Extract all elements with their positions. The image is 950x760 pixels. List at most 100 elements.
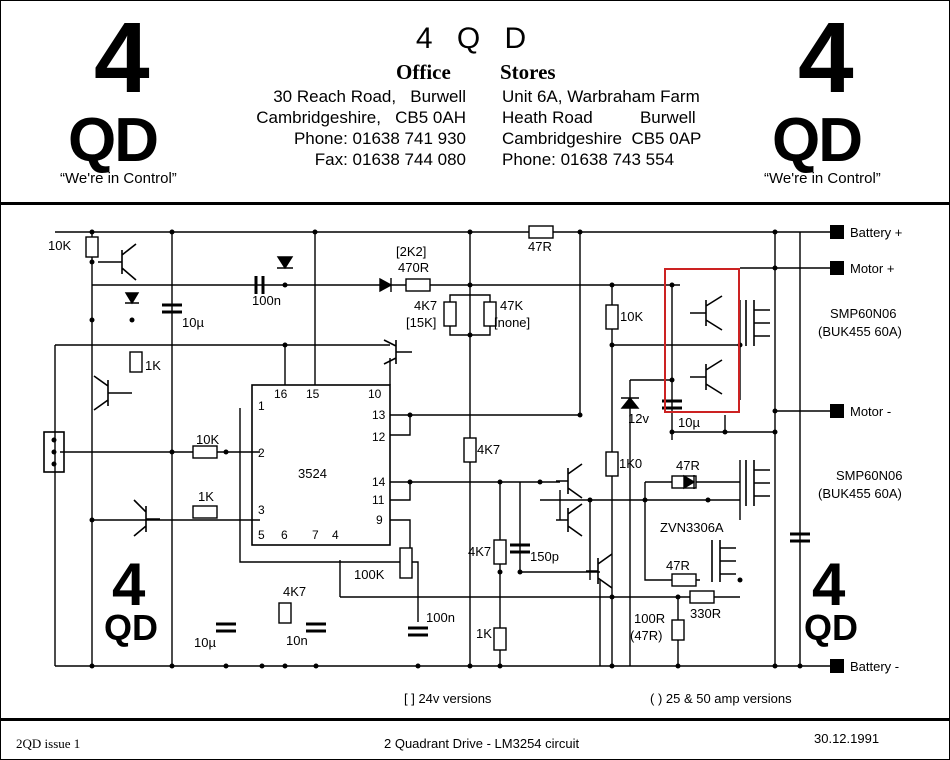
resistor-4k7-mid [463, 437, 477, 463]
transistor-top-left [98, 243, 137, 281]
label-ic-pin10: 10 [368, 387, 382, 401]
label-r-1k-low: 1K [476, 626, 492, 641]
diode-gate [683, 474, 696, 490]
terminal-motor-minus [830, 404, 844, 418]
transistor-upper-driver [556, 463, 583, 499]
resistor-1k-left [129, 351, 143, 373]
mosfet-upper [745, 300, 770, 346]
transistor-hl-upper [690, 295, 723, 331]
transistor-mid-left [93, 375, 132, 411]
resistor-47r-top [528, 225, 554, 239]
resistor-1k-low [493, 627, 507, 651]
logo-left: 4 QD [66, 8, 186, 175]
transistor-top-mid [383, 339, 412, 365]
label-ic-name: 3524 [298, 466, 327, 481]
label-r-4k7: 4K7 [414, 298, 437, 313]
label-cap-10n: 10n [286, 633, 308, 648]
label-zener-12v: 12v [628, 411, 649, 426]
transistor-low-mid [586, 553, 613, 589]
capacitor-100n-low [408, 626, 428, 637]
resistor-1k-pin3 [192, 505, 218, 519]
transistors [93, 243, 770, 589]
resistor-4k7-15k [443, 301, 457, 327]
label-r-100r: 100R [634, 611, 665, 626]
label-r-47r-alt: (47R) [630, 628, 663, 643]
label-motor-minus: Motor - [850, 404, 891, 419]
note-24v: [ ] 24v versions [404, 691, 492, 706]
label-r-47k: 47K [500, 298, 523, 313]
label-r-10k-right: 10K [620, 309, 643, 324]
terminal-battery-minus [830, 659, 844, 673]
resistor-4k7-low [493, 539, 507, 565]
label-ic-pin4: 4 [332, 528, 339, 542]
capacitor-10u-left [162, 303, 182, 314]
resistor-10k-top [85, 236, 99, 258]
label-cap-10u-low: 10µ [194, 635, 216, 650]
diode-signal [379, 277, 393, 293]
label-ic-pin16: 16 [274, 387, 288, 401]
capacitor-150p [510, 543, 530, 554]
label-battery-plus: Battery + [850, 225, 902, 240]
capacitor-10n [306, 622, 326, 633]
label-r-4k7-pin6: 4K7 [283, 584, 306, 599]
capacitors [162, 276, 810, 637]
label-ic-pin14: 14 [372, 475, 386, 489]
label-mosfet-upper-1: SMP60N06 [830, 306, 896, 321]
stores-line: Phone: 01638 743 554 [502, 150, 675, 169]
capacitor-100n-top [254, 276, 265, 294]
label-ic-pin13: 13 [372, 408, 386, 422]
label-battery-minus: Battery - [850, 659, 899, 674]
diode-left [124, 292, 140, 305]
label-r-4k7-low: 4K7 [468, 544, 491, 559]
logo-qd: QD [772, 106, 863, 175]
label-ic-pin15: 15 [306, 387, 320, 401]
resistor-470r [405, 278, 431, 292]
label-r-1k-pin3: 1K [198, 489, 214, 504]
logo-small-qd: QD [104, 607, 158, 648]
label-cap-10u-mid: 10µ [678, 415, 700, 430]
footer-issue: 2QD issue 1 [16, 736, 81, 751]
label-r-10k-top: 10K [48, 238, 71, 253]
label-r-2k2: [2K2] [396, 244, 426, 259]
label-ic-pin7: 7 [312, 528, 319, 542]
office-line: Fax: 01638 744 080 [314, 150, 466, 169]
wires [54, 231, 840, 667]
label-r-15k: [15K] [406, 315, 436, 330]
label-ic-pin1: 1 [258, 399, 265, 413]
note-amp: ( ) 25 & 50 amp versions [650, 691, 792, 706]
label-r-1k0: 1K0 [619, 456, 642, 471]
diodes [124, 256, 696, 490]
transistor-lower-driver [556, 503, 583, 537]
label-r-47r-top: 47R [528, 239, 552, 254]
logo-four: 4 [798, 2, 854, 114]
label-r-10k-pin2: 10K [196, 432, 219, 447]
capacitor-rail [790, 532, 810, 543]
label-mosfet-lower-1: SMP60N06 [836, 468, 902, 483]
resistor-1k0 [605, 451, 619, 477]
label-ic-pin6: 6 [281, 528, 288, 542]
label-ic-pin2: 2 [258, 446, 265, 460]
office-line: 30 Reach Road, Burwell [273, 87, 466, 106]
label-ic-pin5: 5 [258, 528, 265, 542]
mosfet-zvn [711, 540, 736, 582]
zener-12v [620, 396, 640, 409]
header-divider [0, 202, 950, 205]
label-ic-pin11: 11 [372, 493, 385, 507]
office-line: Phone: 01638 741 930 [293, 129, 466, 148]
logo-small-four: 4 [112, 551, 146, 618]
label-pot-100k: 100K [354, 567, 385, 582]
logo-qd: QD [68, 106, 159, 175]
resistor-10k-right [605, 304, 619, 330]
stores-address: Unit 6A, Warbraham Farm Heath Road Burwe… [502, 86, 701, 170]
stores-line: Unit 6A, Warbraham Farm [502, 87, 700, 106]
footer-date: 30.12.1991 [814, 731, 880, 746]
footer-title: 2 Quadrant Drive - LM3254 circuit [384, 736, 580, 751]
terminal-battery-plus [830, 225, 844, 239]
transistor-hl-lower [690, 359, 723, 395]
ic-3524-body [251, 384, 391, 546]
tagline-right: “We're in Control” [764, 170, 881, 187]
tagline-left: “We're in Control” [60, 170, 177, 187]
label-mosfet-lower-2: (BUK455 60A) [818, 486, 902, 501]
label-r-1k-left: 1K [145, 358, 161, 373]
